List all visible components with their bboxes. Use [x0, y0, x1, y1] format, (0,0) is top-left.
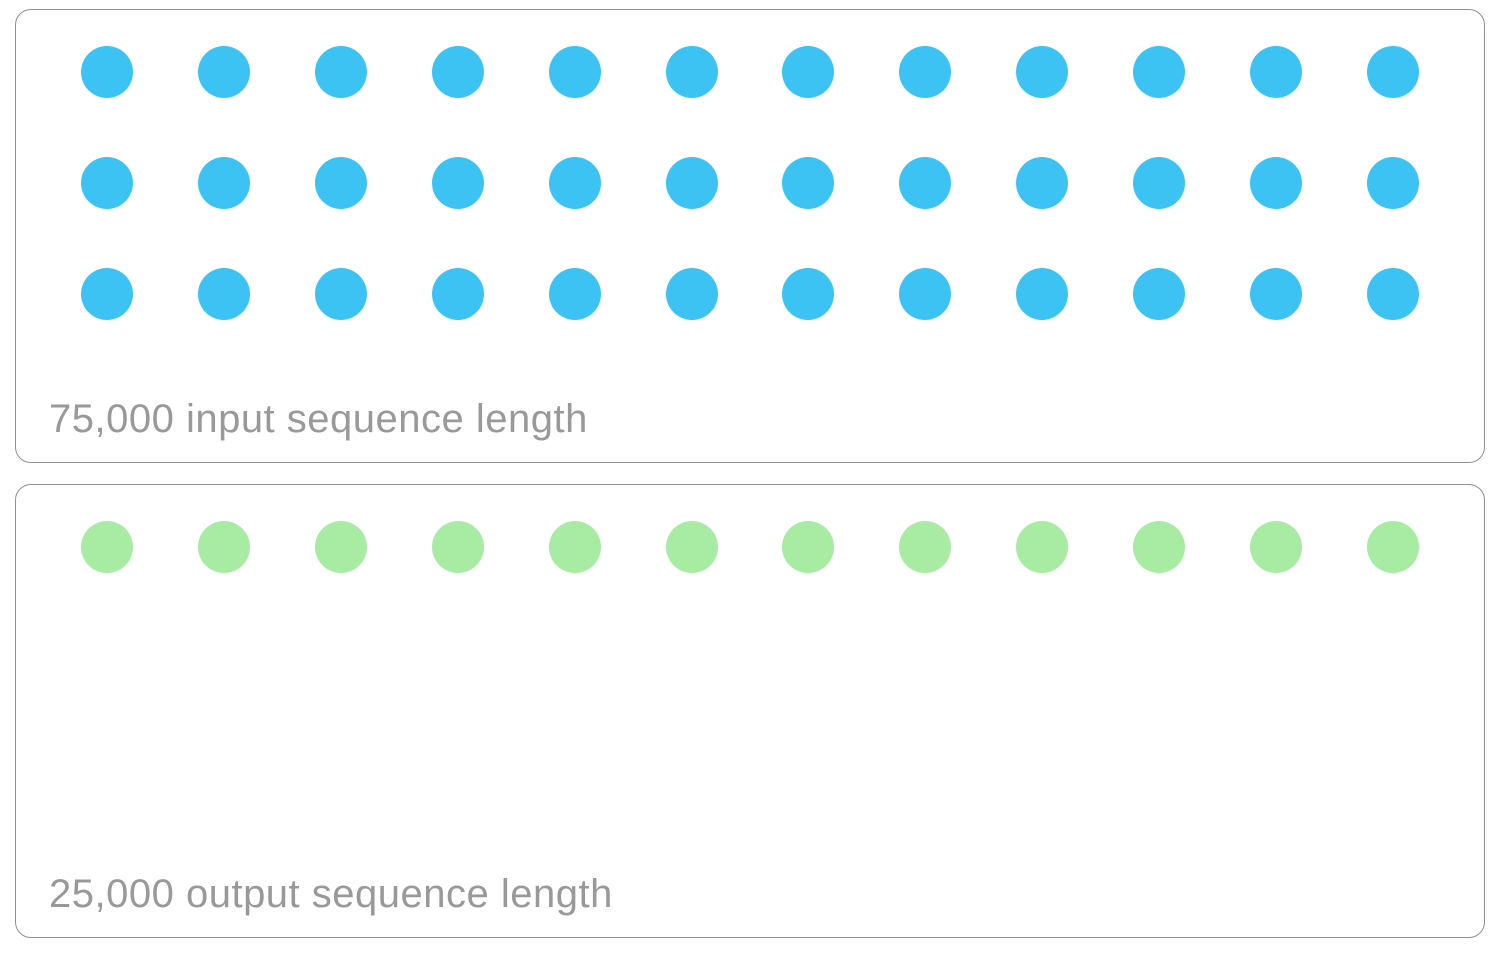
input-token-dot — [1250, 157, 1303, 209]
input-token-dot — [1250, 46, 1303, 98]
input-token-dot — [899, 157, 952, 209]
output-token-dot — [81, 521, 133, 573]
output-token-dot — [1366, 521, 1419, 573]
input-token-dot — [665, 46, 718, 98]
input-token-dot — [548, 46, 601, 98]
input-token-dot — [899, 268, 952, 320]
input-token-dot — [548, 157, 601, 209]
output-token-dot — [197, 521, 250, 573]
output-token-dot — [1250, 521, 1303, 573]
input-token-dot — [431, 157, 484, 209]
output-token-dot — [314, 521, 367, 573]
output-token-dot — [431, 521, 484, 573]
input-token-dot — [314, 268, 367, 320]
input-token-dot — [314, 46, 367, 98]
input-token-dot — [197, 157, 250, 209]
input-token-dot — [81, 157, 133, 209]
input-token-dot — [1366, 157, 1419, 209]
output-token-dot — [665, 521, 718, 573]
output-sequence-panel: 25,000 output sequence length — [15, 484, 1485, 938]
input-token-dot — [548, 268, 601, 320]
output-token-dot — [548, 521, 601, 573]
output-sequence-label: 25,000 output sequence length — [49, 872, 613, 916]
input-token-dot — [1133, 157, 1186, 209]
input-token-dot — [782, 268, 835, 320]
input-token-dot — [197, 268, 250, 320]
input-sequence-panel: 75,000 input sequence length — [15, 9, 1485, 463]
output-token-dot — [899, 521, 952, 573]
dot-row — [81, 157, 1419, 209]
input-token-dot — [1016, 157, 1069, 209]
input-token-dot — [1133, 46, 1186, 98]
input-token-dot — [197, 46, 250, 98]
input-token-dot — [1133, 268, 1186, 320]
output-dot-grid — [16, 485, 1484, 573]
input-token-dot — [1016, 46, 1069, 98]
output-token-dot — [1016, 521, 1069, 573]
dot-row — [81, 268, 1419, 320]
input-token-dot — [431, 46, 484, 98]
input-token-dot — [782, 157, 835, 209]
input-token-dot — [665, 268, 718, 320]
input-token-dot — [1366, 46, 1419, 98]
input-sequence-label: 75,000 input sequence length — [49, 397, 588, 441]
input-token-dot — [81, 268, 133, 320]
input-token-dot — [1250, 268, 1303, 320]
output-token-dot — [1133, 521, 1186, 573]
input-dot-grid — [16, 10, 1484, 320]
output-token-dot — [782, 521, 835, 573]
input-token-dot — [1366, 268, 1419, 320]
input-token-dot — [431, 268, 484, 320]
input-token-dot — [314, 157, 367, 209]
dot-row — [81, 46, 1419, 98]
dot-row — [81, 521, 1419, 573]
input-token-dot — [782, 46, 835, 98]
input-token-dot — [899, 46, 952, 98]
input-token-dot — [1016, 268, 1069, 320]
input-token-dot — [81, 46, 133, 98]
input-token-dot — [665, 157, 718, 209]
